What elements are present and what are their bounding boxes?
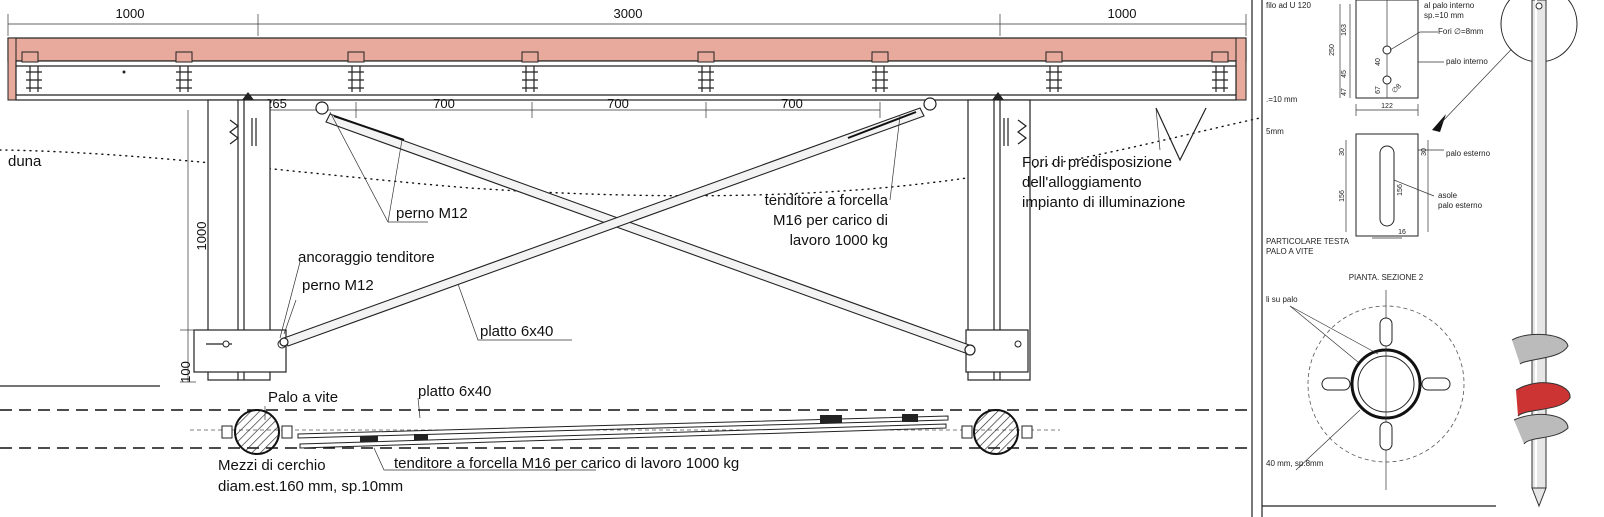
dim-3000: 3000 [614, 6, 643, 21]
detail-arrow-head [1432, 114, 1446, 132]
inner-post-label: palo interno [1446, 57, 1488, 66]
on-post-label: li su palo [1266, 295, 1298, 304]
turnbuckle-label-line-2: M16 per carico di [773, 212, 888, 229]
lighting-hole-markers [1155, 107, 1207, 162]
inner-post-line-1: al palo interno [1424, 1, 1475, 10]
flat-bar-label-1: platto 6x40 [480, 323, 553, 340]
deck-structure [7, 37, 1247, 101]
outer-post-detail: 30 30 156 156 16 [1339, 133, 1444, 239]
dim-post-height: 1000 [194, 222, 209, 251]
screw-pile-label: Palo a vite [268, 389, 338, 406]
top-dimension-line: 1000 3000 1000 [7, 6, 1247, 36]
slots-label-line-2: palo esterno [1438, 201, 1483, 210]
screw-pile-right [973, 409, 1019, 455]
flat-bar-label-2: platto 6x40 [418, 383, 491, 400]
slots-label-line-1: asole [1438, 191, 1458, 200]
cross-bracing [279, 97, 976, 356]
svg-text:156: 156 [1339, 190, 1346, 202]
detail-panel: filo ad U 120 .=10 mm 5mm 250 163 40 47 … [1251, 0, 1578, 517]
dim-700-c: 700 [781, 96, 803, 111]
dune-label: duna [8, 153, 42, 170]
svg-text:67: 67 [1375, 86, 1382, 94]
anchor-label: ancoraggio tenditore [298, 249, 435, 266]
detail-thickness: .=10 mm [1266, 95, 1298, 104]
deck-beam [15, 60, 1237, 101]
head-detail-title-1: PARTICOLARE TESTA [1266, 237, 1350, 246]
svg-text:156: 156 [1397, 184, 1404, 196]
right-post [965, 92, 1031, 381]
screw-pile-left [234, 409, 280, 455]
svg-text:45: 45 [1341, 70, 1348, 78]
svg-text:40: 40 [1375, 58, 1382, 66]
detail-u-profile: filo ad U 120 [1266, 1, 1311, 10]
holes-label-line-2: dell'alloggiamento [1022, 174, 1142, 191]
detail-5mm: 5mm [1266, 127, 1284, 136]
inner-post-detail: 250 163 40 47 45 67 ∅8 122 [1329, 0, 1444, 116]
plan-view [0, 385, 1250, 455]
turnbuckle-plan [360, 414, 918, 442]
post-dimensions: 1000 100 [178, 110, 209, 383]
turnbuckle-label-line-1: tenditore a forcella [765, 192, 889, 209]
ring-spec-label: 40 mm, sp.8mm [1266, 459, 1324, 468]
dune-line [0, 117, 1261, 197]
dim-1000-left: 1000 [116, 6, 145, 21]
pin-m12-label-2: perno M12 [302, 277, 374, 294]
half-ring-label-line-2: diam.est.160 mm, sp.10mm [218, 478, 403, 495]
holes-label-line-3: impianto di illuminazione [1022, 194, 1185, 211]
screw-pile-side-view [1500, 0, 1578, 508]
plan-section-title: PIANTA. SEZIONE 2 [1349, 273, 1424, 282]
dim-700-b: 700 [607, 96, 629, 111]
svg-text:30: 30 [1339, 148, 1346, 156]
inner-post-line-2: sp.=10 mm [1424, 11, 1464, 20]
dim-1000-right: 1000 [1108, 6, 1137, 21]
head-detail-title-2: PALO A VITE [1266, 247, 1313, 256]
half-ring-label-line-1: Mezzi di cerchio [218, 457, 326, 474]
dim-base-height: 100 [178, 361, 193, 383]
pin-left [315, 101, 329, 115]
dim-700-a: 700 [433, 96, 455, 111]
svg-text:250: 250 [1329, 44, 1336, 56]
pin-m12-label-1: perno M12 [396, 205, 468, 222]
turnbuckle-label-line-3: lavoro 1000 kg [790, 232, 888, 249]
turnbuckle-plan-label: tenditore a forcella M16 per carico di l… [394, 455, 739, 472]
leader-lines [264, 107, 1161, 471]
plan-section-detail [1289, 290, 1465, 490]
svg-text:16: 16 [1398, 229, 1406, 236]
svg-text:47: 47 [1341, 88, 1348, 96]
outer-post-label: palo esterno [1446, 149, 1491, 158]
svg-text:122: 122 [1381, 103, 1393, 110]
pin-right [923, 97, 937, 111]
svg-text:163: 163 [1341, 24, 1348, 36]
holes-label-line-1: Fori di predisposizione [1022, 154, 1172, 171]
svg-text:30: 30 [1421, 148, 1428, 156]
left-post [193, 92, 287, 381]
holes-d8-label: Fori ∅=8mm [1438, 27, 1484, 36]
